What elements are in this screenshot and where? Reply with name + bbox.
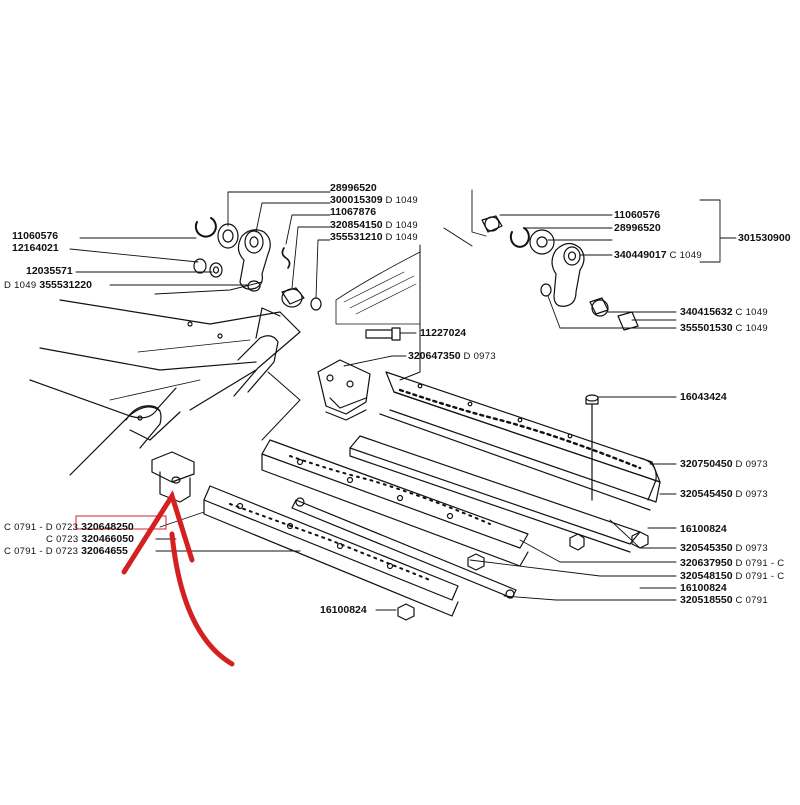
clip-part [151,451,195,503]
part-label: 12164021 [12,242,59,254]
part-label: 340415632 C 1049 [680,306,768,318]
part-label: 320750450 D 0973 [680,458,768,470]
guard-bar-1 [261,439,529,567]
part-label: C 0791 - D 0723 32064655 [4,545,128,557]
part-label: 320647350 D 0973 [408,350,496,362]
highlight-box [75,515,167,530]
nut-parts [397,531,649,621]
inset-frame [154,227,473,331]
guard-bar-2 [203,485,459,617]
part-label: 11060576 [12,230,59,242]
flat-bar [291,497,517,599]
part-label: 16043424 [680,391,727,403]
part-label: 340449017 C 1049 [614,249,702,261]
part-label: D 1049 355531220 [4,279,92,291]
part-label: 11227024 [420,327,467,339]
part-label: 320545450 D 0973 [680,488,768,500]
part-label: 320518550 C 0791 [680,594,768,606]
part-label: 12035571 [26,265,73,277]
crank-assembly-right [481,215,639,331]
part-label: 28996520 [614,222,661,234]
leaders-rails [155,463,677,611]
callout-outline [261,329,421,441]
part-label: 11067876 [330,206,377,218]
leaders-left-group [69,191,331,299]
part-label: 16100824 [680,582,727,594]
part-label: 320548150 D 0791 - C [680,570,785,582]
part-label: 320854150 D 1049 [330,219,418,231]
part-label: C 0791 - D 0723 320648250 [4,521,134,533]
knife-rail-lower [349,435,641,553]
part-label: C 0723 320466050 [46,533,134,545]
part-label: 301530900 [738,232,791,244]
part-label: 355531210 D 1049 [330,231,418,243]
bracket-part [317,355,407,421]
part-label: 16100824 [680,523,727,535]
part-label: 320545350 D 0973 [680,542,768,554]
part-label: 300015309 D 1049 [330,194,418,206]
header-frame [29,299,301,476]
part-label: 11060576 [614,209,661,221]
part-label: 320637950 D 0791 - C [680,557,785,569]
crank-assembly-left [193,217,322,311]
highlight-arrow [121,490,235,667]
part-label: 355501530 C 1049 [680,322,768,334]
leaders-right-group [471,189,737,329]
part-label: 16100824 [320,604,367,616]
part-label: 28996520 [330,182,377,194]
knife-rail-upper [379,371,661,511]
bolt-vertical [585,394,677,501]
bolt-part [365,327,417,341]
